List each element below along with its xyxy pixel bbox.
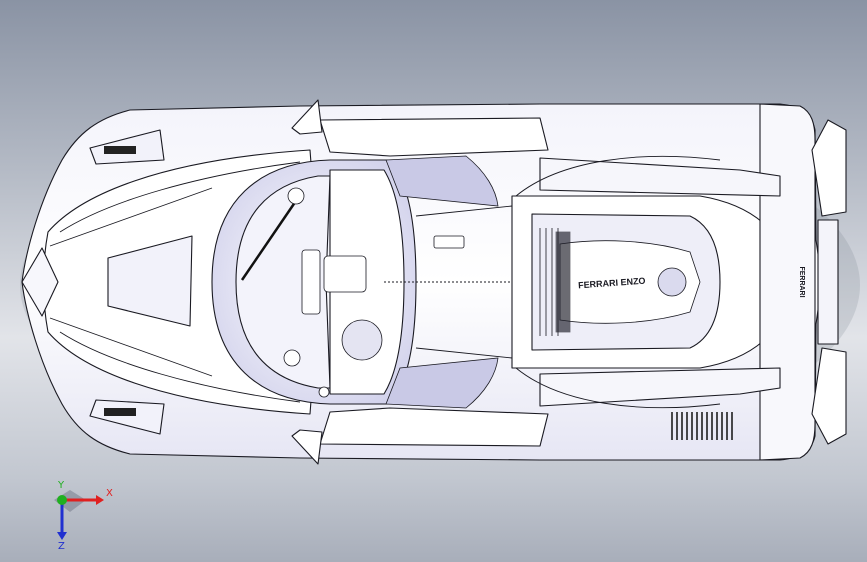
rear-arch-upper — [515, 155, 721, 197]
window-lower — [385, 357, 499, 409]
side-intake-upper — [539, 157, 781, 197]
headlight-slot-lower — [104, 408, 136, 416]
side-intake-lower — [539, 367, 781, 407]
headlight-slot-upper — [104, 146, 136, 154]
x-axis-label: X — [106, 488, 113, 499]
engine-filter — [657, 267, 687, 297]
engine-cover-text: FERRARI ENZO — [578, 276, 646, 291]
engine-intake-bars — [539, 228, 559, 336]
hood-ridge-lower — [49, 317, 213, 377]
rear-wing-lower[interactable] — [811, 347, 847, 445]
mirror-lower[interactable] — [291, 429, 323, 465]
hood-ridge-upper — [49, 187, 213, 247]
mirror-upper[interactable] — [291, 99, 323, 135]
door-lower — [319, 407, 549, 447]
x-arrow-icon — [96, 495, 104, 505]
wiper-arm — [240, 191, 304, 281]
z-axis-label: Z — [58, 541, 65, 550]
y-axis-label: Y — [57, 480, 65, 491]
rear-badge-text: FERRARI — [798, 266, 805, 297]
rear-wing-upper[interactable] — [811, 119, 847, 217]
window-upper — [385, 155, 499, 207]
rear-section — [759, 103, 816, 461]
steering-wheel — [341, 319, 383, 361]
rear-diffuser — [817, 219, 839, 345]
seat-knob — [318, 386, 330, 398]
rear-vent-badge — [433, 235, 465, 249]
center-console — [301, 249, 321, 315]
y-axis-icon — [57, 495, 67, 505]
z-arrow-icon — [57, 532, 67, 540]
rear-arch-lower — [515, 367, 721, 409]
cabin-rear-line — [415, 205, 513, 359]
engine-block — [559, 240, 701, 324]
door-upper — [319, 117, 549, 157]
dash-gauge-upper — [287, 187, 305, 205]
coordinate-triad: X Y Z — [54, 480, 113, 550]
hood-crease-upper — [59, 161, 301, 233]
cupholder-block — [323, 255, 367, 293]
engine-ribs — [555, 231, 571, 333]
hood-crease-lower — [59, 331, 301, 403]
hood-vent — [107, 235, 193, 327]
nose-tip — [21, 247, 59, 317]
rear-cooling-slats — [671, 412, 733, 440]
dash-gauge-lower — [283, 349, 301, 367]
